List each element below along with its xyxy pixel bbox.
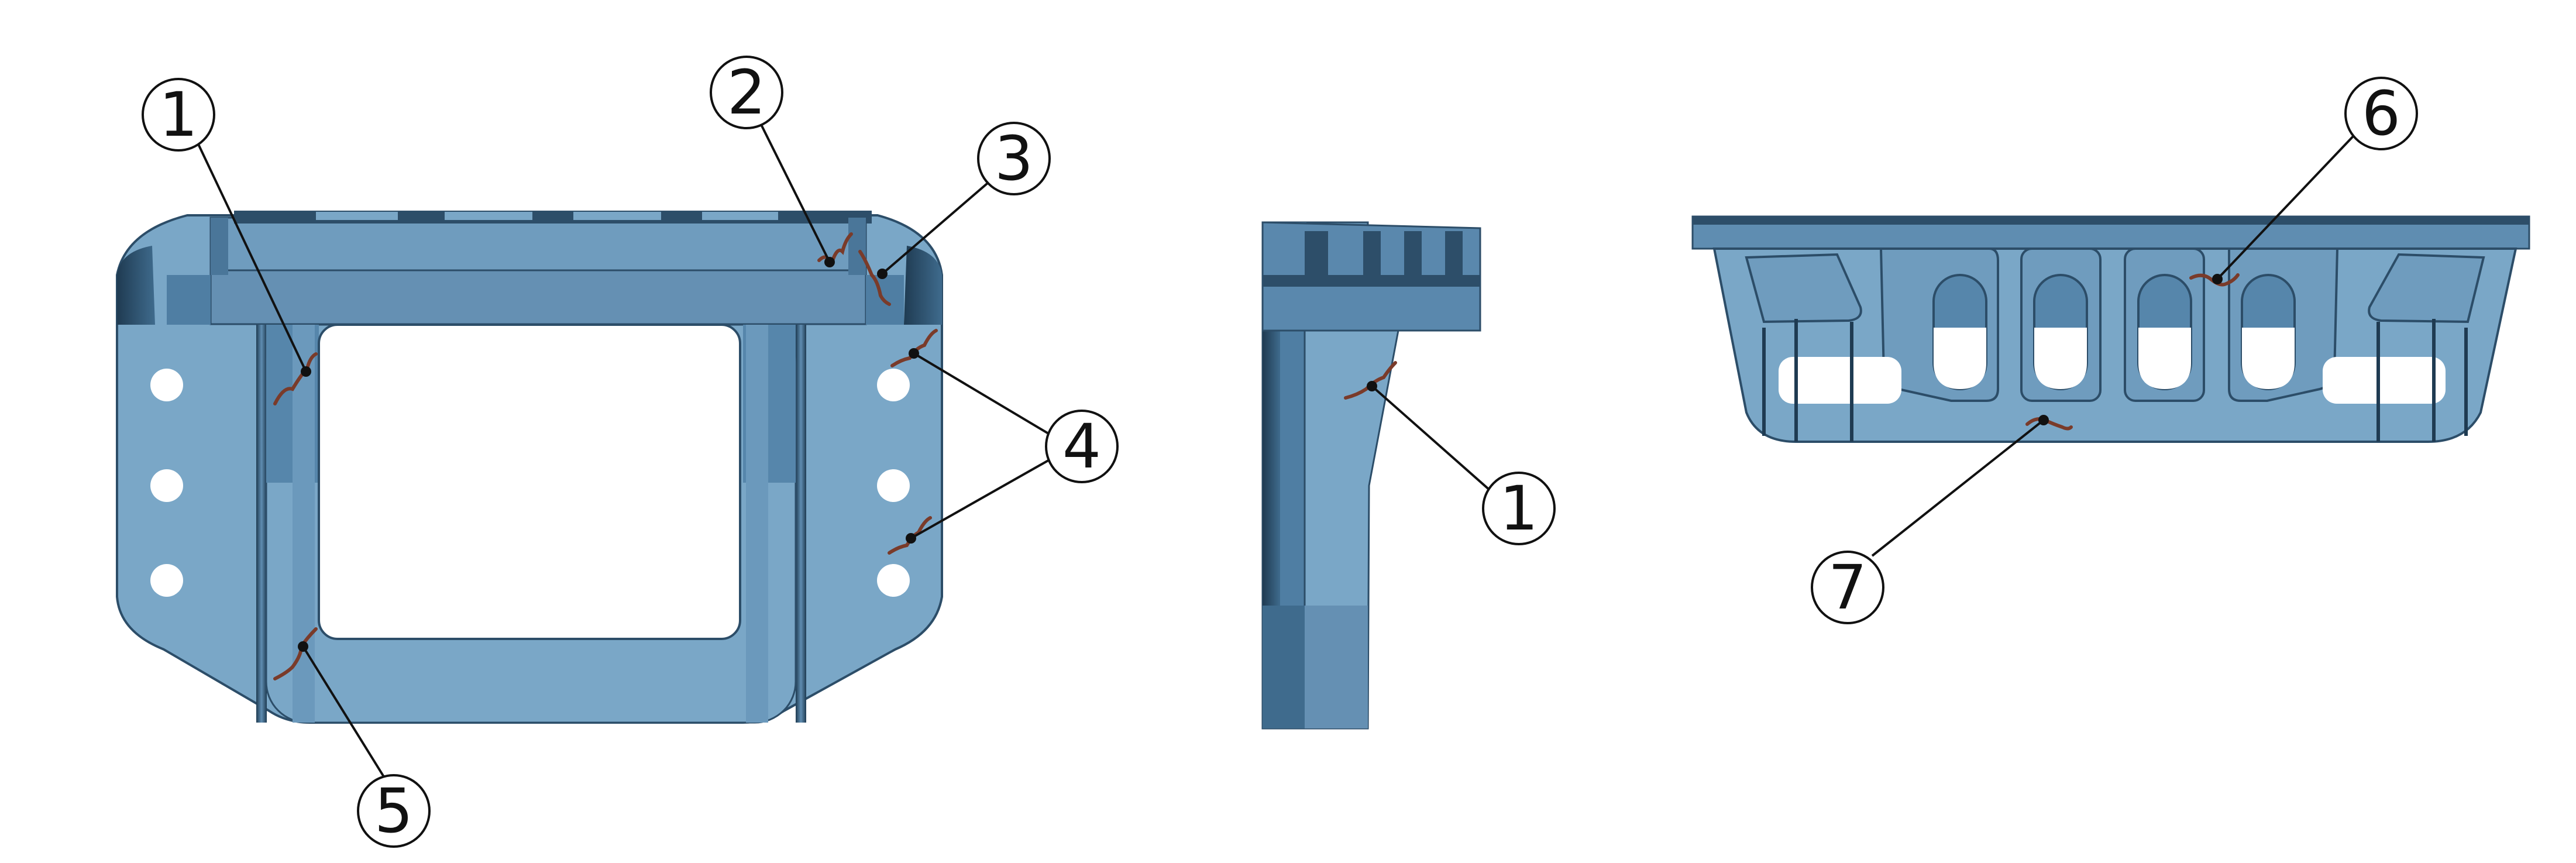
- callout-5: 5: [357, 774, 431, 848]
- leader-lines: [195, 121, 2354, 786]
- callout-6: 6: [2344, 77, 2418, 150]
- crack-mark: [2189, 273, 2240, 287]
- callout-4: 4: [1045, 410, 1119, 483]
- callout-7: 7: [1811, 551, 1884, 624]
- callout-1-side: 1: [1482, 472, 1556, 545]
- bottom-view: [1691, 215, 2530, 443]
- bolt-hole: [150, 369, 183, 401]
- bottom-pad-left: [1745, 253, 1862, 324]
- callout-2: 2: [710, 56, 783, 129]
- slot: [2137, 274, 2192, 390]
- callout-1-front: 1: [142, 78, 215, 152]
- svg-text:1: 1: [159, 79, 198, 150]
- bolt-hole: [150, 564, 183, 597]
- crack-mark: [2025, 417, 2073, 431]
- crack-mark: [273, 352, 318, 405]
- svg-text:2: 2: [727, 57, 766, 128]
- crack-mark: [1344, 361, 1397, 400]
- crack-mark: [273, 627, 318, 680]
- slot: [2241, 274, 2296, 390]
- bottom-opening-left: [1779, 357, 1901, 404]
- front-window-opening: [318, 324, 741, 640]
- bolt-hole: [877, 469, 910, 502]
- front-left-column: [256, 325, 267, 723]
- front-view: [116, 211, 943, 724]
- side-view: [1261, 221, 1481, 730]
- slot: [2033, 274, 2088, 390]
- svg-text:5: 5: [374, 775, 413, 847]
- svg-text:4: 4: [1062, 411, 1101, 482]
- leader-dots: [298, 257, 2223, 652]
- slot: [1932, 274, 1987, 390]
- bottom-pad-right: [2368, 253, 2485, 324]
- front-right-column: [796, 325, 806, 723]
- svg-text:6: 6: [2362, 78, 2400, 149]
- bolt-hole: [877, 564, 910, 597]
- svg-text:7: 7: [1828, 552, 1867, 623]
- svg-text:3: 3: [995, 123, 1033, 194]
- bottom-opening-right: [2323, 357, 2446, 404]
- callout-3: 3: [977, 122, 1051, 195]
- bolt-hole: [877, 369, 910, 401]
- svg-text:1: 1: [1499, 473, 1538, 544]
- crack-mark: [858, 250, 891, 306]
- bolt-hole: [150, 469, 183, 502]
